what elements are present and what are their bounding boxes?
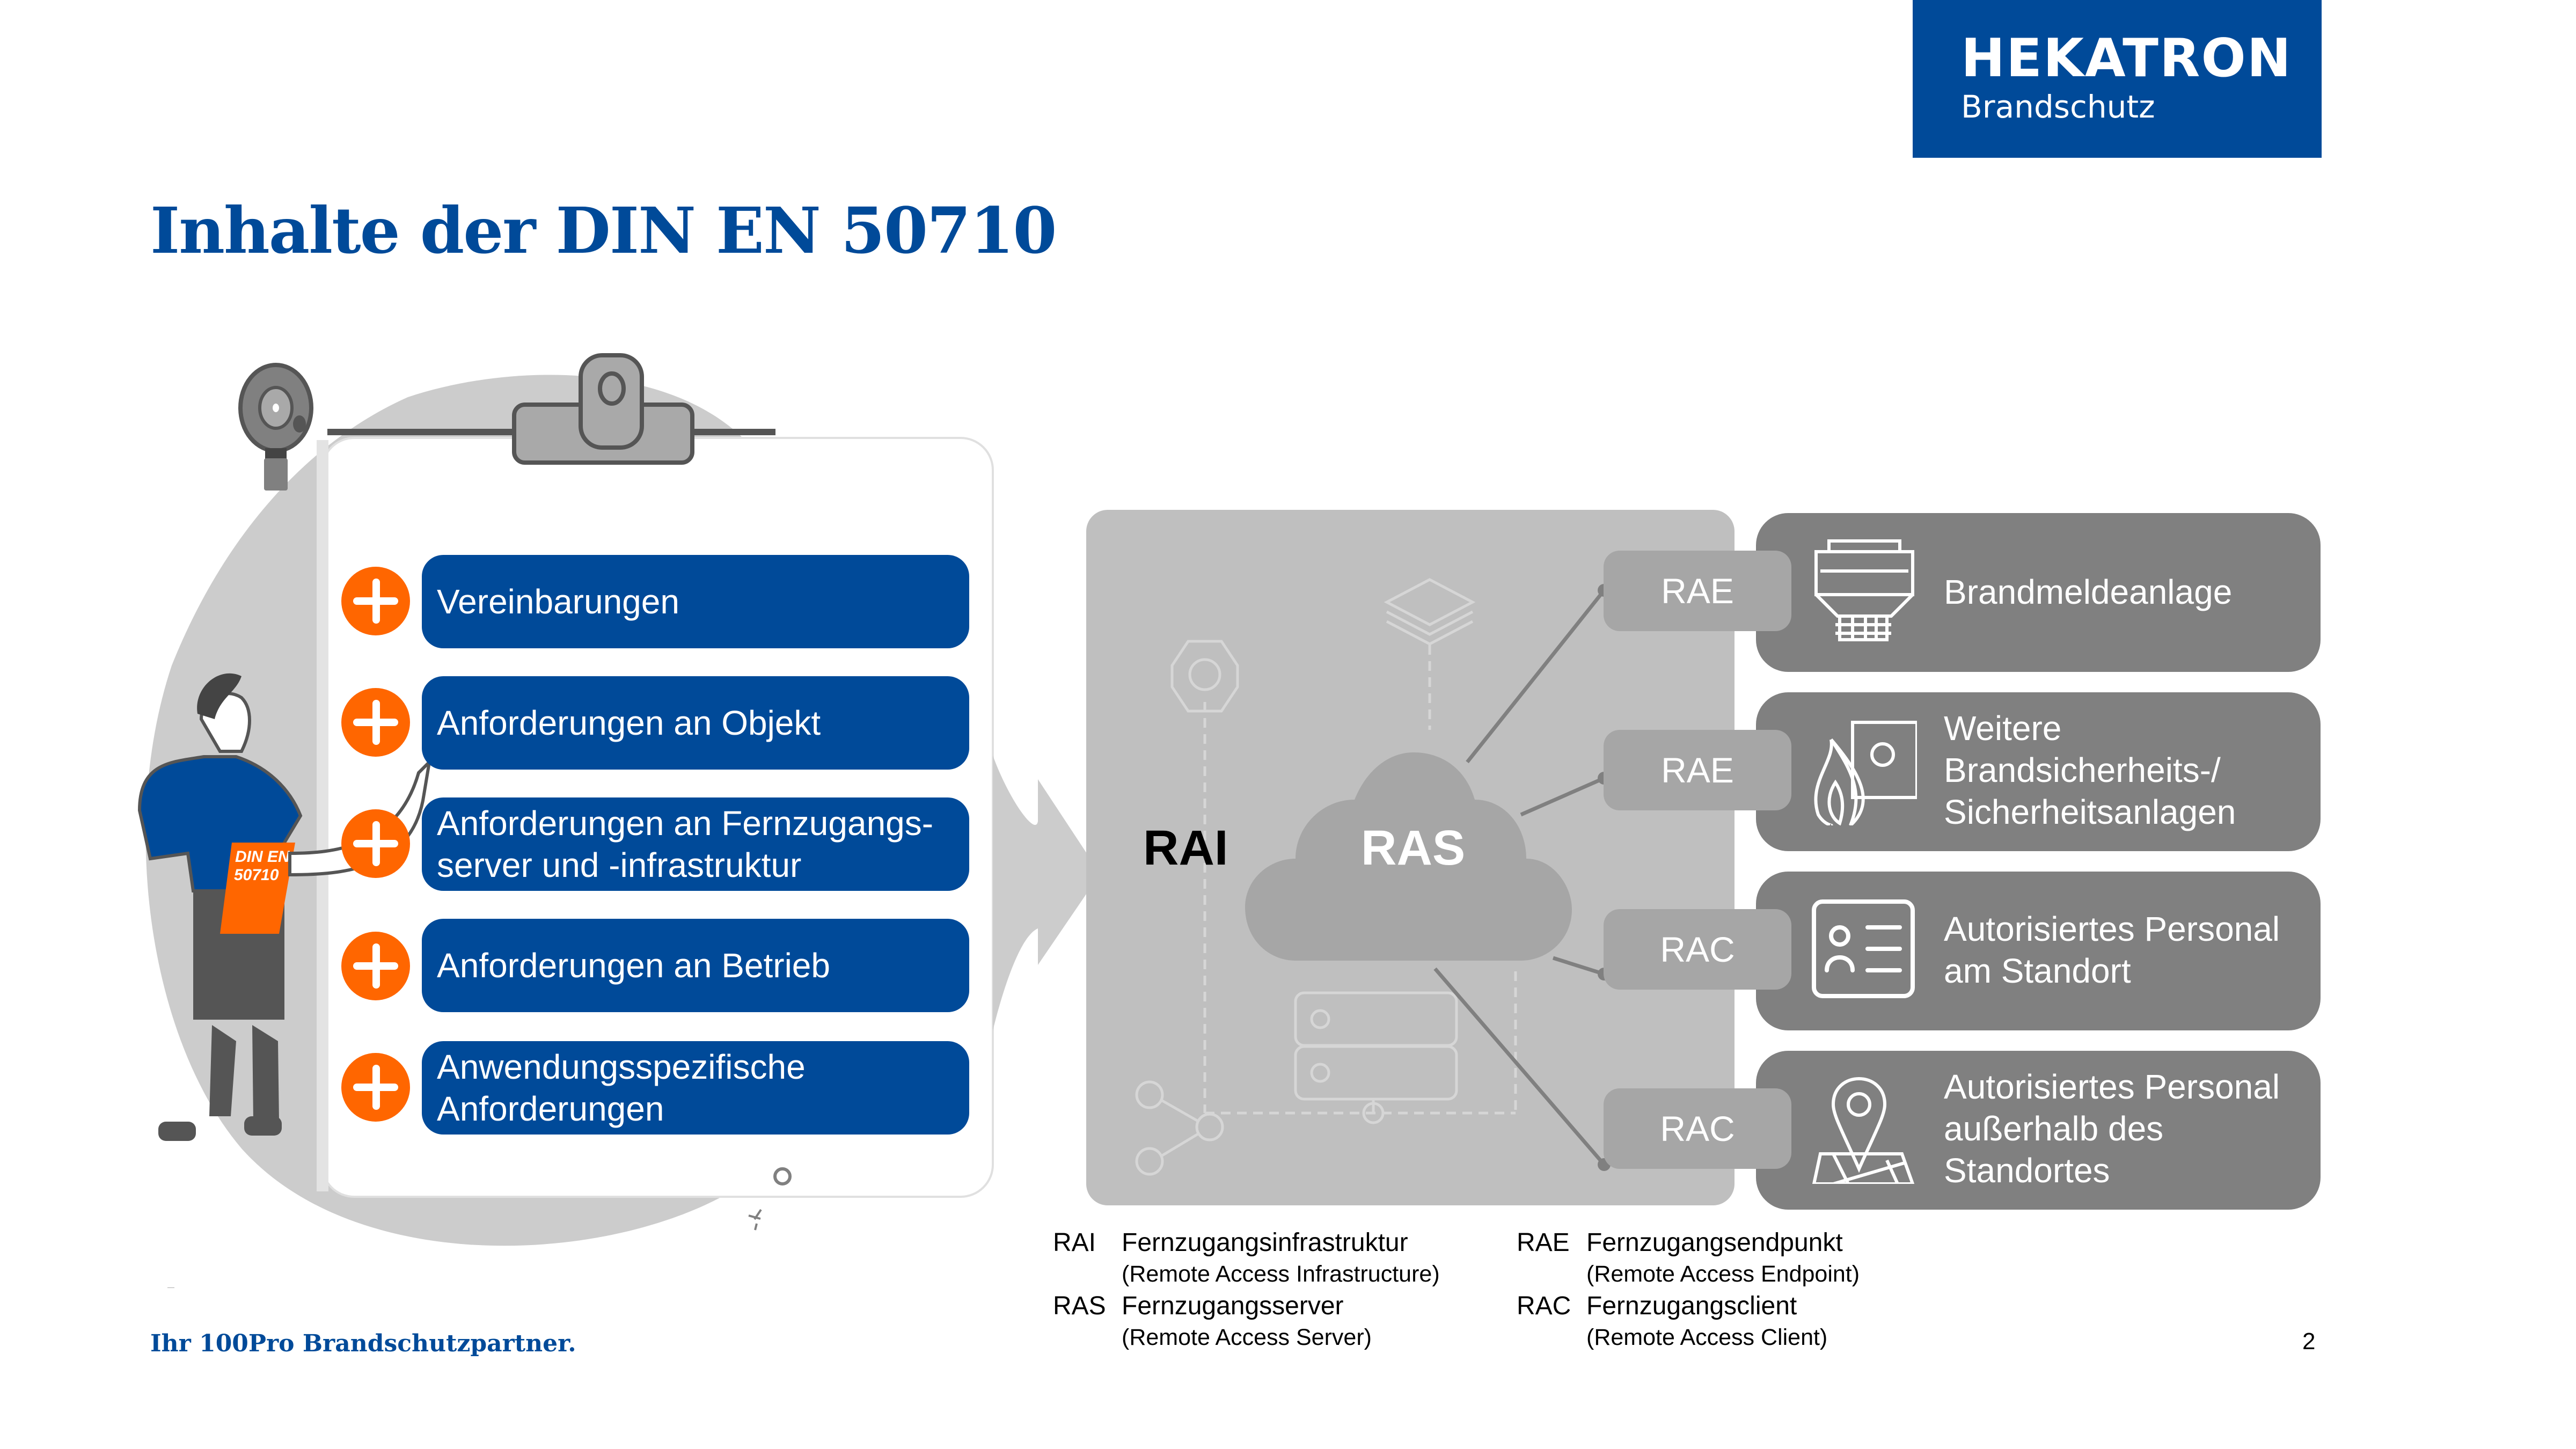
plus-icon bbox=[341, 688, 410, 757]
rai-label: RAI bbox=[1143, 821, 1228, 875]
tag-rac[interactable]: RAC bbox=[1604, 1088, 1791, 1169]
card-label: Weitere Brandsicherheits-/ Sicherheitsan… bbox=[1944, 709, 2236, 831]
booklet-text-line2: 50710 bbox=[234, 866, 279, 884]
plus-icon bbox=[341, 932, 410, 1000]
home-button-icon bbox=[773, 1167, 792, 1185]
gear-icon bbox=[1188, 658, 1221, 691]
legend-english: (Remote Access Client) bbox=[1586, 1324, 1828, 1350]
id-card-icon bbox=[1812, 899, 1915, 998]
card-label: Autorisiertes Personal am Standort bbox=[1944, 910, 2280, 990]
person-figure: DIN EN 50710 bbox=[137, 673, 432, 1288]
legend-english: (Remote Access Server) bbox=[1122, 1324, 1372, 1350]
logo-subtitle: Brandschutz bbox=[1961, 89, 2155, 125]
content-item-fernzugangsserver[interactable]: Anforderungen an Fernzugangs- server und… bbox=[422, 797, 969, 891]
card-label: Brandmeldeanlage bbox=[1944, 573, 2233, 611]
plus-icon bbox=[341, 1053, 410, 1122]
card-personal-extern[interactable]: Autorisiertes Personal außerhalb des Sta… bbox=[1756, 1051, 2321, 1210]
logo-wordmark: HEKATRON bbox=[1961, 28, 2292, 89]
network-diagram bbox=[1135, 578, 1611, 1176]
server-icon bbox=[1294, 991, 1458, 1047]
double-arrow-icon bbox=[993, 756, 1100, 1030]
page-number: 2 bbox=[2302, 1328, 2316, 1355]
plus-icon bbox=[341, 809, 410, 878]
card-label: Autorisiertes Personal außerhalb des Sta… bbox=[1944, 1067, 2280, 1190]
card-personal-standort[interactable]: Autorisiertes Personal am Standort bbox=[1756, 872, 2321, 1030]
fire-alarm-icon bbox=[1814, 721, 1917, 825]
legend-english: (Remote Access Endpoint) bbox=[1586, 1261, 1860, 1287]
footer-tagline: Ihr 100Pro Brandschutzpartner. bbox=[150, 1330, 576, 1357]
legend-term: Fernzugangsclient bbox=[1586, 1292, 1797, 1320]
map-pin-icon bbox=[1812, 1077, 1915, 1184]
content-item-label: Anforderungen an Objekt bbox=[437, 704, 821, 742]
smoke-detector-icon bbox=[1814, 539, 1914, 641]
content-item-label: Anforderungen an Fernzugangs- server und… bbox=[437, 804, 934, 884]
tag-rac[interactable]: RAC bbox=[1604, 909, 1791, 990]
tag-rae[interactable]: RAE bbox=[1604, 551, 1791, 631]
booklet-text-line1: DIN EN bbox=[235, 848, 290, 866]
legend-term: Fernzugangsserver bbox=[1122, 1292, 1344, 1320]
legend-abbr: RAI bbox=[1053, 1228, 1096, 1257]
hekatron-logo: HEKATRON Brandschutz bbox=[1913, 0, 2322, 158]
content-item-label: Anwendungsspezifische Anforderungen bbox=[437, 1048, 806, 1128]
content-item-label: Vereinbarungen bbox=[437, 582, 679, 621]
legend-abbr: RAE bbox=[1517, 1228, 1570, 1257]
card-brandmeldeanlage[interactable]: Brandmeldeanlage bbox=[1756, 513, 2321, 672]
ras-label: RAS bbox=[1361, 821, 1466, 875]
legend-term: Fernzugangsinfrastruktur bbox=[1122, 1228, 1408, 1257]
card-weitere-anlagen[interactable]: Weitere Brandsicherheits-/ Sicherheitsan… bbox=[1756, 692, 2321, 851]
content-item-objekt[interactable]: Anforderungen an Objekt bbox=[422, 676, 969, 770]
legend-abbr: RAS bbox=[1053, 1292, 1106, 1320]
page-title: Inhalte der DIN EN 50710 bbox=[150, 193, 1057, 268]
content-item-anwendungsspezifisch[interactable]: Anwendungsspezifische Anforderungen bbox=[422, 1041, 969, 1135]
plus-icon bbox=[341, 567, 410, 635]
legend-term: Fernzugangsendpunkt bbox=[1586, 1228, 1843, 1257]
legend-english: (Remote Access Infrastructure) bbox=[1122, 1261, 1440, 1287]
legend-abbr: RAC bbox=[1517, 1292, 1571, 1320]
content-item-label: Anforderungen an Betrieb bbox=[437, 946, 830, 985]
cloud-icon bbox=[1245, 752, 1572, 961]
content-item-vereinbarungen[interactable]: Vereinbarungen bbox=[422, 555, 969, 648]
layers-icon bbox=[1384, 578, 1476, 626]
standard-booklet bbox=[220, 843, 295, 934]
tag-rae[interactable]: RAE bbox=[1604, 730, 1791, 810]
share-icon bbox=[1135, 1080, 1164, 1109]
content-item-betrieb[interactable]: Anforderungen an Betrieb bbox=[422, 919, 969, 1012]
